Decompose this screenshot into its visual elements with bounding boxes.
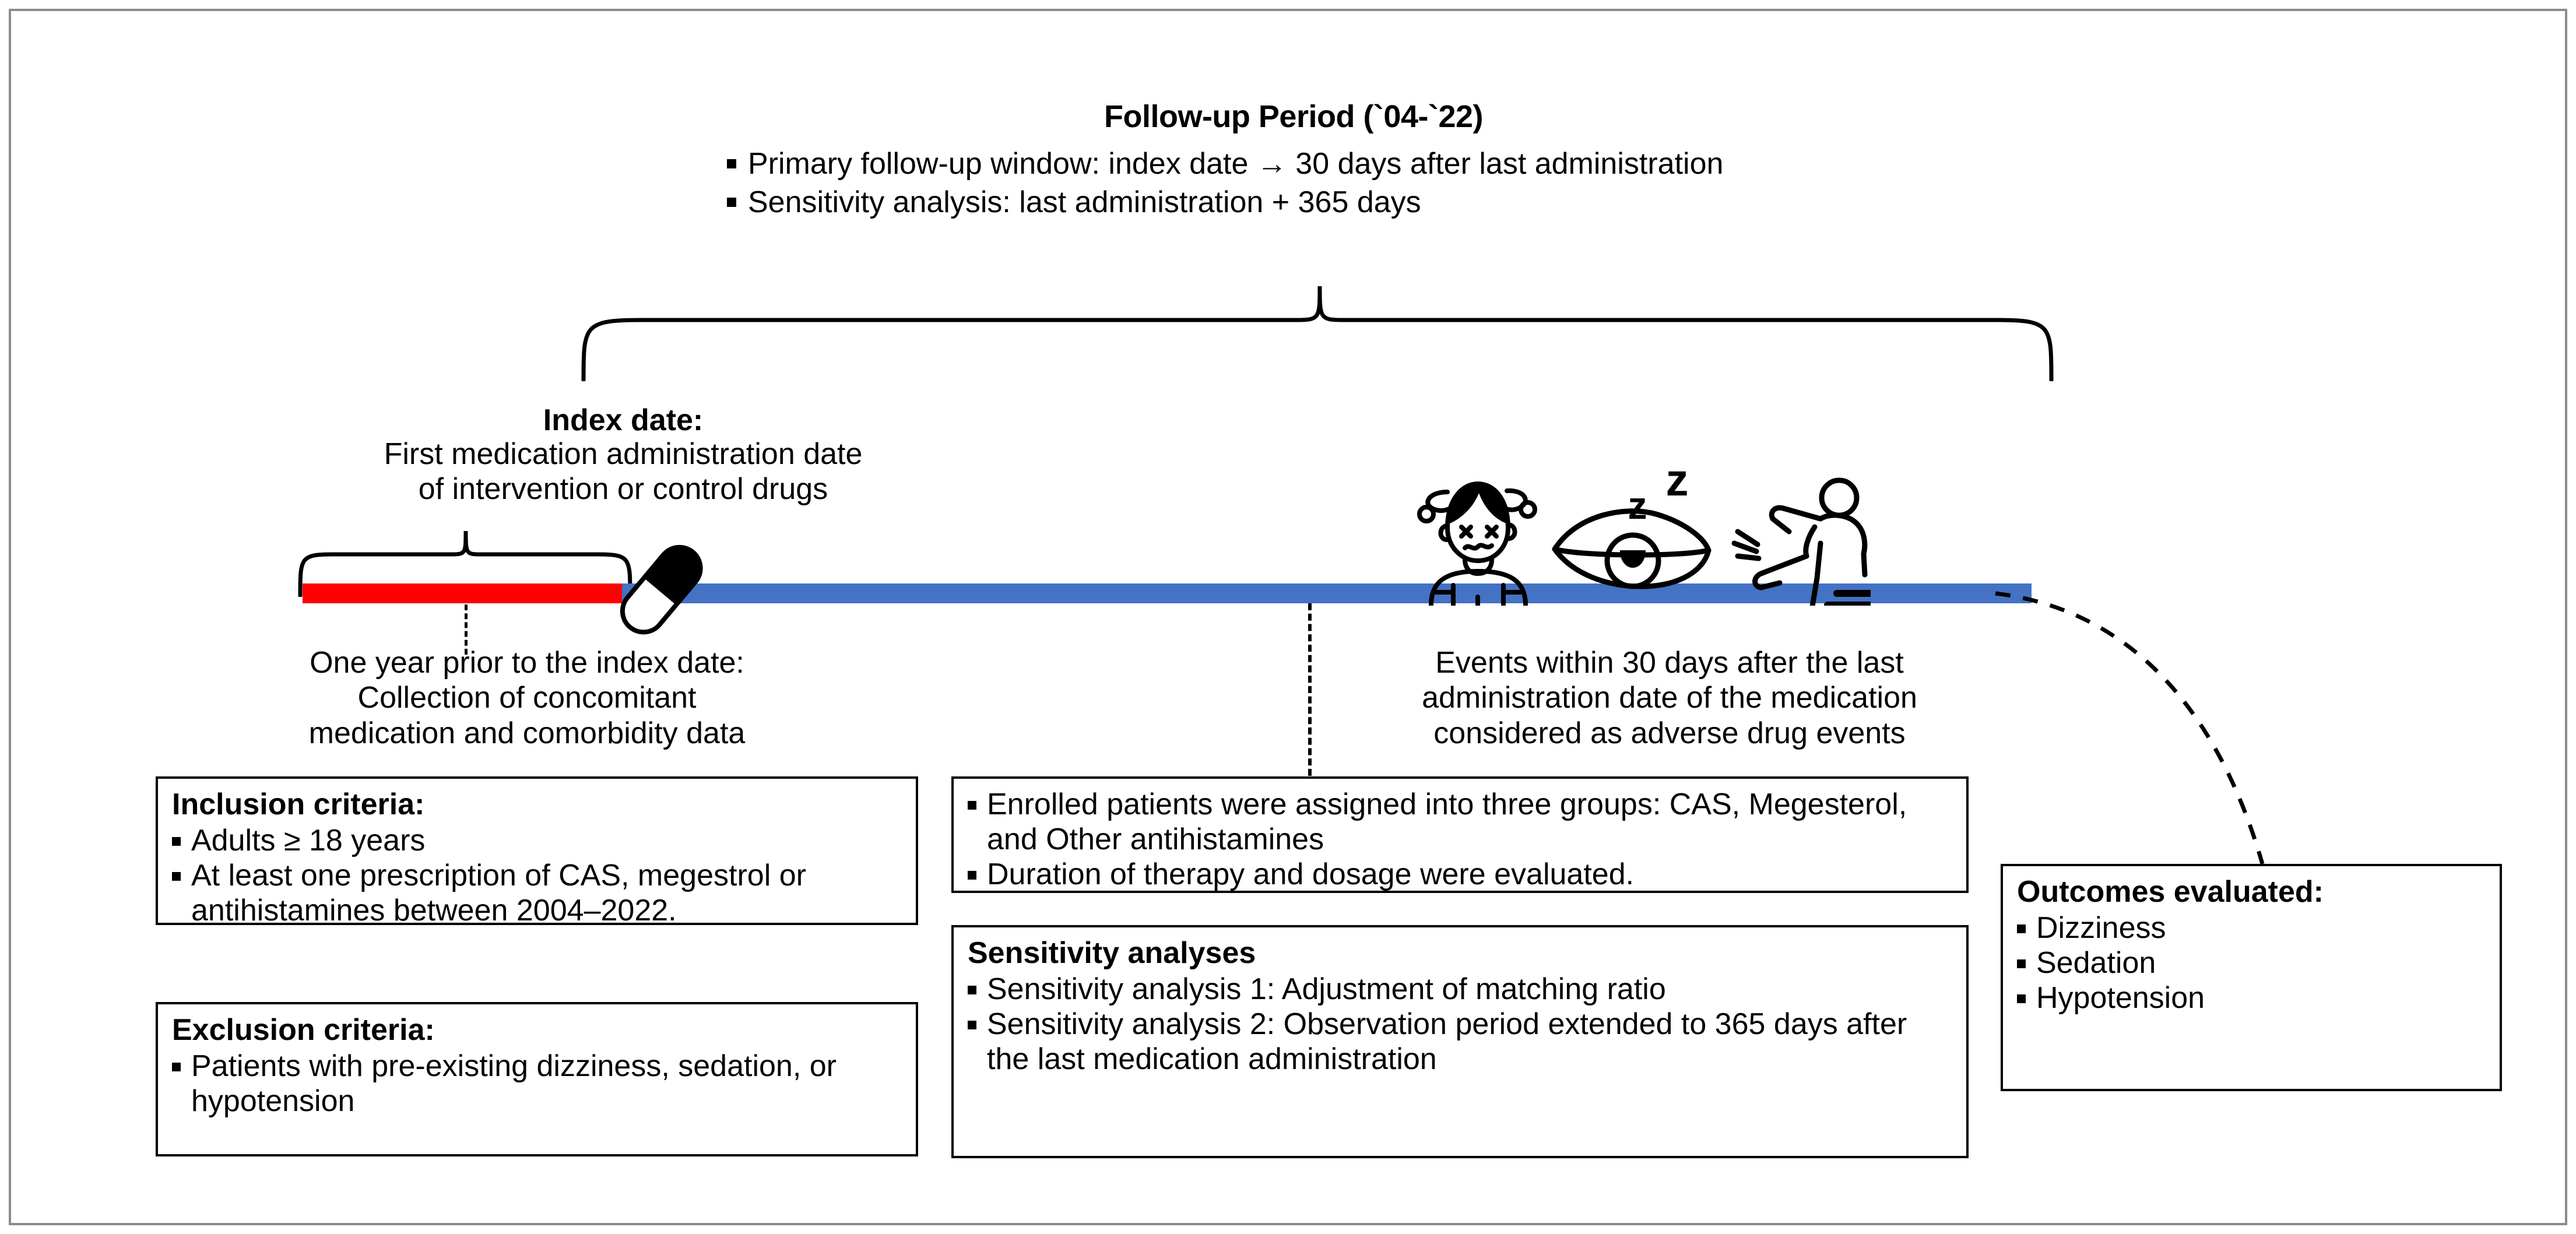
baseline-period-brace <box>297 530 635 600</box>
baseline-period-caption: One year prior to the index date: Collec… <box>308 646 746 750</box>
adverse-events-caption: Events within 30 days after the last adm… <box>1422 646 1917 750</box>
sensitivity-item-2: Sensitivity analysis 2: Observation peri… <box>987 1007 1907 1076</box>
outcome-item-2: Sedation <box>2036 946 2156 980</box>
outcome-item-3: Hypotension <box>2036 981 2205 1015</box>
list-item: Sensitivity analysis: last administratio… <box>727 185 1893 220</box>
sensitivity-analyses-title: Sensitivity analyses <box>968 936 1256 970</box>
index-date-subtitle: First medication administration date of … <box>384 437 863 507</box>
falling-person-icon <box>1731 477 1871 606</box>
groups-item-2: Duration of therapy and dosage were eval… <box>987 857 1635 891</box>
exclusion-criteria-title: Exclusion criteria: <box>172 1013 435 1047</box>
follow-up-period-brace <box>571 285 2063 384</box>
outer-frame: Follow-up Period (`04-`22) Primary follo… <box>9 9 2567 1225</box>
list-item: Sedation <box>2017 945 2488 980</box>
outcomes-connector-curve <box>1993 585 2320 891</box>
bullet-square-icon <box>172 872 181 881</box>
list-item: At least one prescription of CAS, megest… <box>172 858 904 928</box>
baseline-period-bar <box>303 583 622 603</box>
exclusion-criteria-box: Exclusion criteria: Patients with pre-ex… <box>156 1002 918 1156</box>
index-date-tick <box>465 604 468 655</box>
bullet-square-icon <box>172 837 181 846</box>
follow-up-bullet-1: Primary follow-up window: index date → 3… <box>748 147 1724 181</box>
bullet-square-icon <box>2017 959 2026 968</box>
study-groups-box: Enrolled patients were assigned into thr… <box>951 776 1969 893</box>
index-date-title: Index date: <box>543 403 704 437</box>
bullet-square-icon <box>2017 994 2026 1003</box>
drowsy-z-large: z <box>1666 463 1689 505</box>
dizzy-person-icon <box>1417 481 1537 606</box>
bullet-square-icon <box>727 159 736 168</box>
inclusion-criteria-title: Inclusion criteria: <box>172 787 425 821</box>
bullet-square-icon <box>2017 924 2026 933</box>
list-item: Sensitivity analysis 2: Observation peri… <box>968 1007 1955 1077</box>
groups-item-1: Enrolled patients were assigned into thr… <box>987 787 1907 856</box>
list-item: Sensitivity analysis 1: Adjustment of ma… <box>968 972 1955 1007</box>
follow-up-period-bar <box>622 583 2032 603</box>
list-item: Dizziness <box>2017 910 2488 945</box>
follow-up-bullet-list: Primary follow-up window: index date → 3… <box>727 146 1893 224</box>
list-item: Primary follow-up window: index date → 3… <box>727 146 1893 181</box>
bullet-square-icon <box>968 986 976 994</box>
bullet-square-icon <box>968 871 976 880</box>
adverse-event-drop-line <box>1308 603 1312 776</box>
list-item: Patients with pre-existing dizziness, se… <box>172 1049 904 1119</box>
inclusion-item-2: At least one prescription of CAS, megest… <box>191 859 806 927</box>
outcome-item-1: Dizziness <box>2036 911 2166 945</box>
follow-up-period-title: Follow-up Period (`04-`22) <box>1104 99 1484 134</box>
list-item: Enrolled patients were assigned into thr… <box>968 787 1955 857</box>
sensitivity-item-1: Sensitivity analysis 1: Adjustment of ma… <box>987 972 1666 1006</box>
list-item: Duration of therapy and dosage were eval… <box>968 857 1955 892</box>
inclusion-criteria-box: Inclusion criteria: Adults ≥ 18 years At… <box>156 776 918 928</box>
list-item: Adults ≥ 18 years <box>172 823 904 858</box>
outcomes-evaluated-box: Outcomes evaluated: Dizziness Sedation H… <box>2001 864 2502 1091</box>
bullet-square-icon <box>727 198 736 208</box>
bullet-square-icon <box>172 1063 181 1071</box>
outcomes-title: Outcomes evaluated: <box>2017 875 2324 909</box>
bullet-square-icon <box>968 1021 976 1029</box>
list-item: Hypotension <box>2017 980 2488 1015</box>
sensitivity-analyses-box: Sensitivity analyses Sensitivity analysi… <box>951 925 1969 1158</box>
drowsy-z-small: z <box>1628 484 1647 527</box>
capsule-pill-icon <box>610 536 712 646</box>
adverse-event-icon-cluster: z z <box>1404 463 1871 606</box>
inclusion-item-1: Adults ≥ 18 years <box>191 824 426 857</box>
drowsy-eye-icon <box>1552 508 1712 589</box>
follow-up-bullet-2: Sensitivity analysis: last administratio… <box>748 185 1421 220</box>
bullet-square-icon <box>968 801 976 810</box>
exclusion-item-1: Patients with pre-existing dizziness, se… <box>191 1049 837 1118</box>
